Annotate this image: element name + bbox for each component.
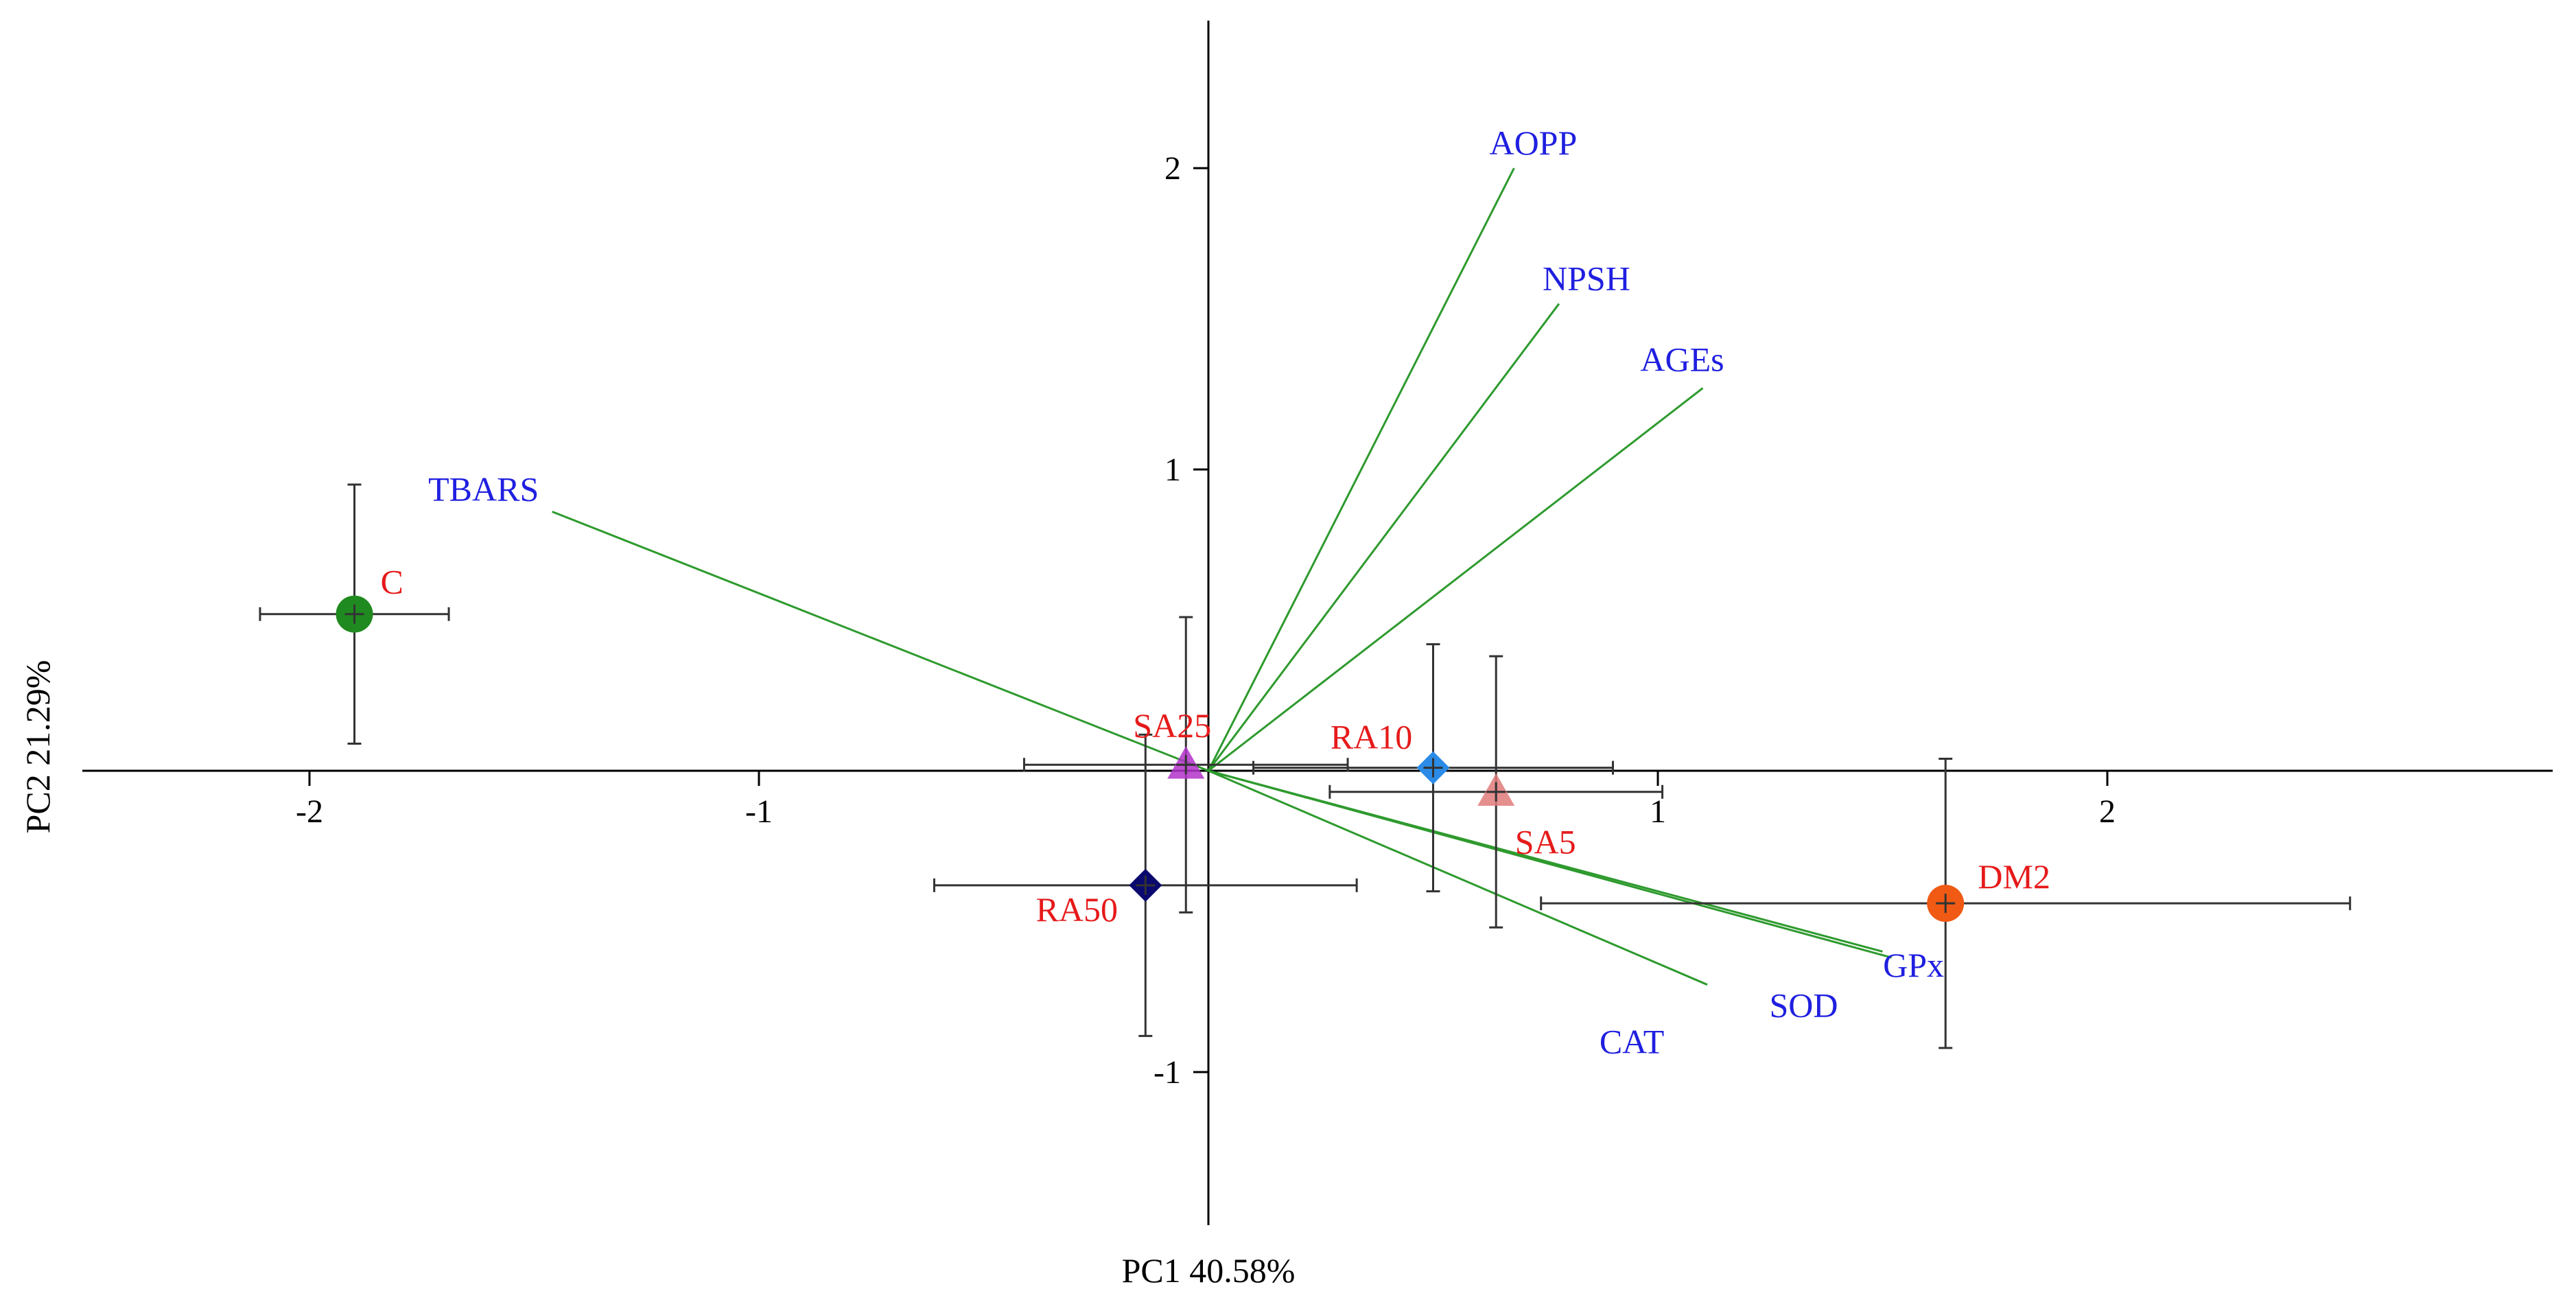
variable-label-aopp: AOPP [1489,124,1577,162]
x-tick-label: -2 [296,793,323,830]
group-label-sa25: SA25 [1133,706,1211,745]
error-bars [259,483,2352,1049]
variable-label-npsh: NPSH [1543,259,1630,298]
loading-vectors [552,167,1892,986]
group-label-ra10: RA10 [1331,718,1412,756]
x-tick-label: 1 [1650,793,1666,830]
loading-vector-npsh [1207,303,1560,771]
variable-label-cat: CAT [1600,1023,1664,1061]
group-label-c: C [381,563,403,601]
variable-label-tbars: TBARS [428,469,539,508]
group-label-ra50: RA50 [1036,890,1118,929]
loading-vector-aopp [1207,167,1515,771]
loading-vector-ages [1208,387,1704,772]
y-tick-label: 1 [1164,452,1181,488]
loading-vector-tbars [552,511,1209,772]
variable-label-gpx: GPx [1883,946,1944,984]
variable-label-ages: AGEs [1640,340,1724,378]
group-label-sa5: SA5 [1515,823,1576,861]
x-tick-label: -1 [745,793,773,830]
x-tick-label: 2 [2099,793,2116,830]
y-tick-label: 2 [1164,150,1181,187]
group-markers [336,595,1965,922]
loading-vector-cat [1208,769,1708,986]
y-axis-title: PC2 21.29% [19,660,57,834]
loading-vector-gpx [1208,769,1892,959]
x-axis-title: PC1 40.58% [1122,1251,1296,1290]
y-tick-label: -1 [1154,1054,1181,1091]
variable-label-sod: SOD [1769,986,1838,1024]
group-label-dm2: DM2 [1978,857,2050,896]
axes: -2 -1 1 2 -1 1 2 [82,21,2553,1225]
